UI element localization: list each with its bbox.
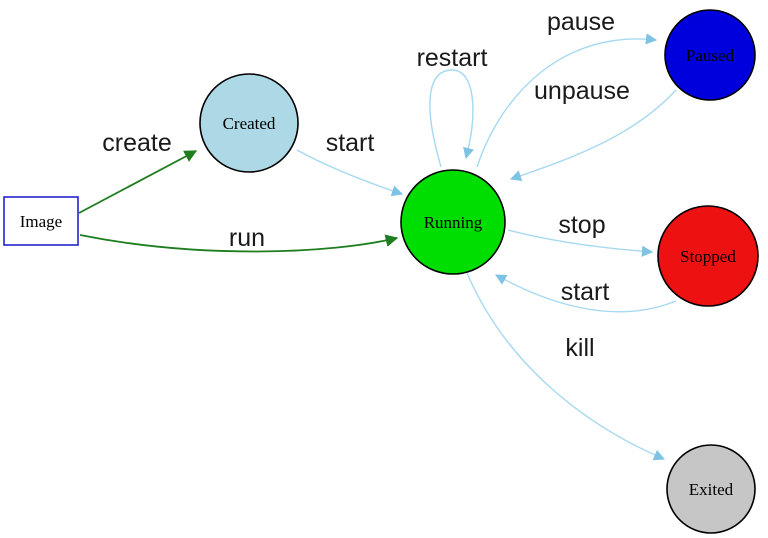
node-stopped-label: Stopped xyxy=(680,247,736,266)
edge-unpause-label: unpause xyxy=(534,77,630,105)
edge-labels: create run start restart pause unpause s… xyxy=(102,8,630,362)
node-paused: Paused xyxy=(664,9,756,101)
node-running-label: Running xyxy=(424,213,483,232)
node-created: Created xyxy=(199,73,299,173)
edge-create xyxy=(78,150,198,214)
edge-run-label: run xyxy=(229,224,265,252)
edge-unpause xyxy=(509,89,677,181)
node-running-shape xyxy=(400,169,506,275)
edge-stop xyxy=(507,229,654,257)
edge-run xyxy=(79,234,399,253)
node-exited: Exited xyxy=(666,444,756,534)
node-exited-label: Exited xyxy=(689,480,734,499)
node-stopped-shape xyxy=(657,205,759,307)
node-stopped: Stopped xyxy=(657,205,759,307)
node-created-label: Created xyxy=(223,114,276,133)
edge-start-top-label: start xyxy=(326,129,375,157)
node-exited-shape xyxy=(666,444,756,534)
node-paused-label: Paused xyxy=(686,46,735,65)
node-paused-shape xyxy=(664,9,756,101)
node-image-label: Image xyxy=(20,212,62,231)
edge-stop-label: stop xyxy=(558,211,605,239)
edge-kill xyxy=(466,272,666,461)
node-image: Image xyxy=(3,196,79,246)
node-created-shape xyxy=(199,73,299,173)
edge-pause-label: pause xyxy=(547,8,615,36)
edge-pause xyxy=(476,33,658,168)
edge-kill-label: kill xyxy=(565,334,594,362)
edge-restart-label: restart xyxy=(417,44,488,72)
edges xyxy=(78,33,677,461)
edge-start-bottom-label: start xyxy=(561,278,610,306)
edge-start-stopped-running xyxy=(495,274,677,313)
node-image-shape xyxy=(3,196,79,246)
node-running: Running xyxy=(400,169,506,275)
edge-start-created-running xyxy=(296,149,404,197)
edge-restart-self-loop xyxy=(429,69,474,168)
edge-create-label: create xyxy=(102,129,171,157)
